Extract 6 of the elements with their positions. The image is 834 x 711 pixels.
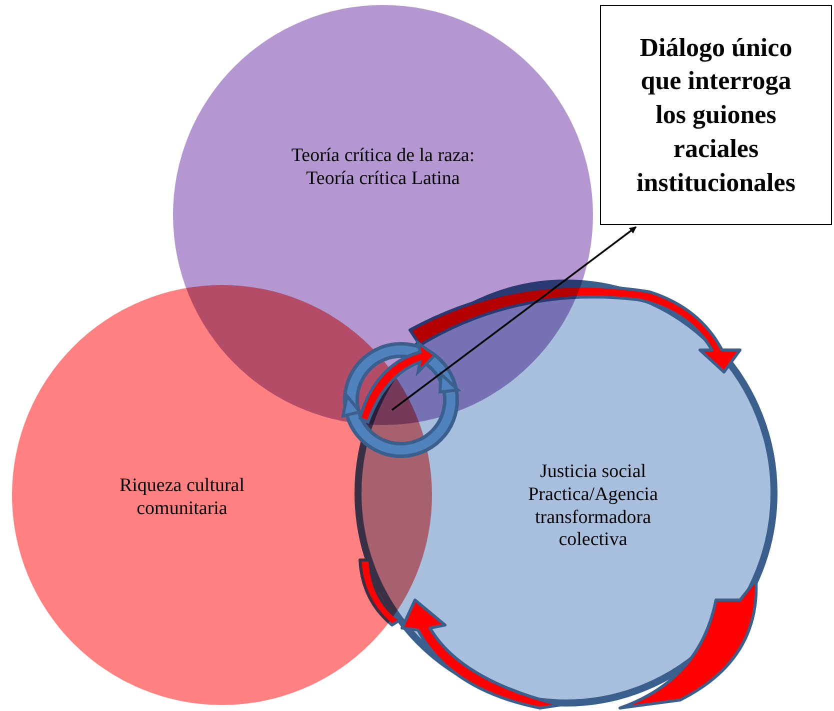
text-box	[600, 5, 832, 225]
circle-label: Justicia social Practica/Agencia transformadora colectiva	[527, 461, 659, 552]
circle-label: Riqueza cultural comunitaria	[118, 475, 246, 521]
callout-text: Diálogo único que interroga los guiones raciales institucionales	[636, 32, 796, 199]
leader-line	[391, 226, 637, 411]
circle-label: Teoría crítica de la raza: Teoría crítica Latina	[290, 145, 476, 191]
